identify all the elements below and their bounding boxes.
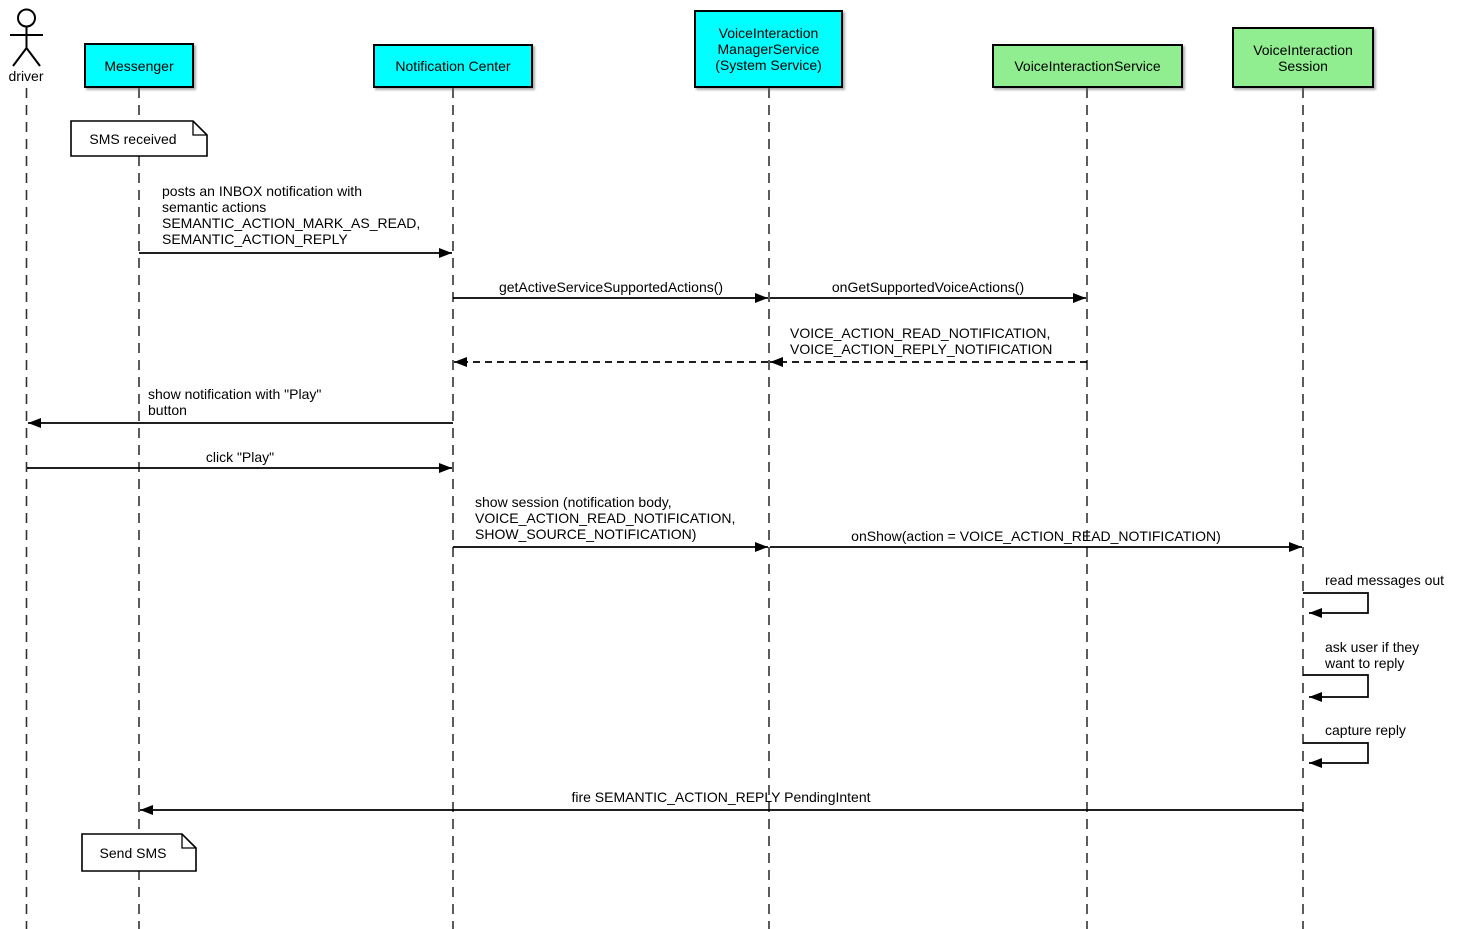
selfcall-ask-user-reply [1303, 674, 1369, 702]
message-label-fire-semantic-action-reply: fire SEMANTIC_ACTION_REPLY PendingIntent [571, 789, 871, 805]
participant-messenger: Messenger [84, 43, 194, 88]
note-shape [70, 120, 208, 157]
message-label-show-session: show session (notification body, VOICE_A… [475, 494, 736, 542]
note-sms-received-text: SMS received [89, 130, 177, 147]
participant-voiceinteraction-managerservice-label: VoiceInteraction ManagerService (System … [715, 25, 822, 73]
participant-voiceinteraction-session-label: VoiceInteraction Session [1253, 41, 1353, 74]
participant-notification-center: Notification Center [373, 44, 533, 88]
message-label-capture-reply: capture reply [1325, 722, 1406, 738]
participant-voiceinteraction-managerservice: VoiceInteraction ManagerService (System … [694, 10, 843, 88]
lifelines [25, 88, 1304, 929]
participant-notification-center-label: Notification Center [395, 58, 511, 74]
participant-voiceinteractionservice: VoiceInteractionService [992, 44, 1183, 88]
participant-messenger-label: Messenger [104, 57, 174, 74]
message-label-on-get-supported-voice-actions: onGetSupportedVoiceActions() [831, 279, 1025, 295]
participant-voiceinteraction-session: VoiceInteraction Session [1232, 27, 1374, 88]
message-label-click-play: click "Play" [205, 449, 275, 465]
note-send-sms-text: Send SMS [99, 844, 167, 861]
selfcall-capture-reply [1303, 742, 1369, 768]
message-label-read-messages-out: read messages out [1325, 572, 1445, 588]
note-shape [81, 833, 197, 872]
participant-voiceinteractionservice-label: VoiceInteractionService [1014, 58, 1161, 74]
actor-label-driver: driver [8, 68, 44, 84]
message-label-return-voice-actions: VOICE_ACTION_READ_NOTIFICATION, VOICE_AC… [790, 325, 1053, 357]
selfcall-read-messages-out [1303, 592, 1369, 618]
message-label-get-active-service-supported-actions: getActiveServiceSupportedActions() [498, 279, 724, 295]
note-send-sms: Send SMS [81, 833, 197, 872]
actor-icon [10, 8, 43, 67]
message-label-ask-user-reply: ask user if they want to reply [1325, 639, 1420, 671]
message-label-on-show: onShow(action = VOICE_ACTION_READ_NOTIFI… [851, 528, 1221, 544]
message-label-show-notification: show notification with "Play" button [148, 386, 322, 418]
note-sms-received: SMS received [70, 120, 208, 157]
message-label-posts-inbox-notification: posts an INBOX notification with semanti… [162, 183, 421, 247]
